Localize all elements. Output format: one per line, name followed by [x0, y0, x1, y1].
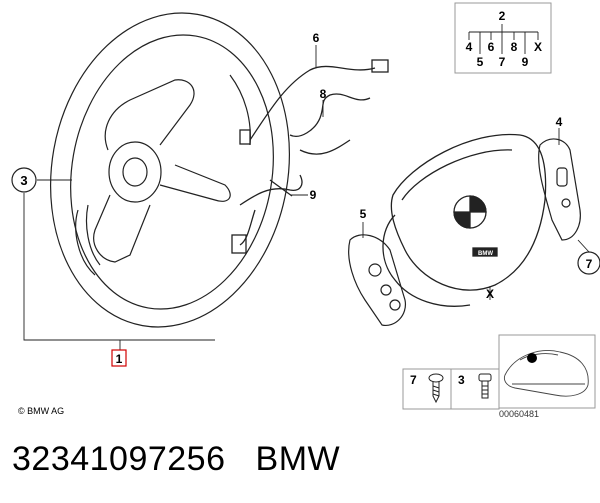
callout-1-label: 1 [116, 352, 123, 366]
key-box-9: 9 [522, 55, 529, 69]
airbag-badge-text: BMW [478, 251, 493, 257]
key-box-4: 4 [466, 40, 473, 54]
callout-8-label: 8 [320, 87, 327, 101]
brand-name: BMW [255, 440, 341, 478]
steering-wheel-drawing [49, 12, 291, 328]
key-box-x: X [534, 40, 542, 54]
wiring-harness-drawing [231, 59, 389, 254]
hardware-panel: 7 3 [402, 368, 500, 410]
callout-lines [23, 45, 590, 350]
callout-key-box: 2 4 6 8 X 5 7 9 [454, 2, 552, 74]
key-box-7: 7 [499, 55, 506, 69]
multifunction-switch-left-drawing [348, 234, 407, 327]
airbag-module-drawing [382, 133, 547, 307]
callout-x-label: X [486, 287, 494, 301]
screw-label: 7 [410, 373, 417, 387]
callout-1: 1 [111, 349, 127, 367]
car-location-thumbnail [498, 334, 596, 409]
key-box-5: 5 [477, 55, 484, 69]
bolt-icon [478, 373, 492, 399]
part-footer: 32341097256 BMW [12, 440, 340, 479]
copyright-text: © BMW AG [18, 406, 64, 416]
key-box-8: 8 [511, 40, 518, 54]
part-number: 32341097256 [12, 440, 226, 478]
key-box-6: 6 [488, 40, 495, 54]
callout-7: 7 [577, 251, 600, 275]
location-marker-icon [527, 353, 537, 363]
callout-3: 3 [11, 167, 37, 193]
callout-4-label: 4 [556, 115, 563, 129]
callout-3-label: 3 [20, 173, 27, 188]
bolt-label: 3 [458, 373, 465, 387]
screw-icon [428, 373, 444, 404]
reference-number: 00060481 [499, 409, 539, 419]
callout-9-label: 9 [310, 188, 317, 202]
callout-5-label: 5 [360, 207, 367, 221]
key-box-top: 2 [499, 9, 506, 23]
callout-6-label: 6 [313, 31, 320, 45]
callout-7-label: 7 [586, 257, 593, 271]
